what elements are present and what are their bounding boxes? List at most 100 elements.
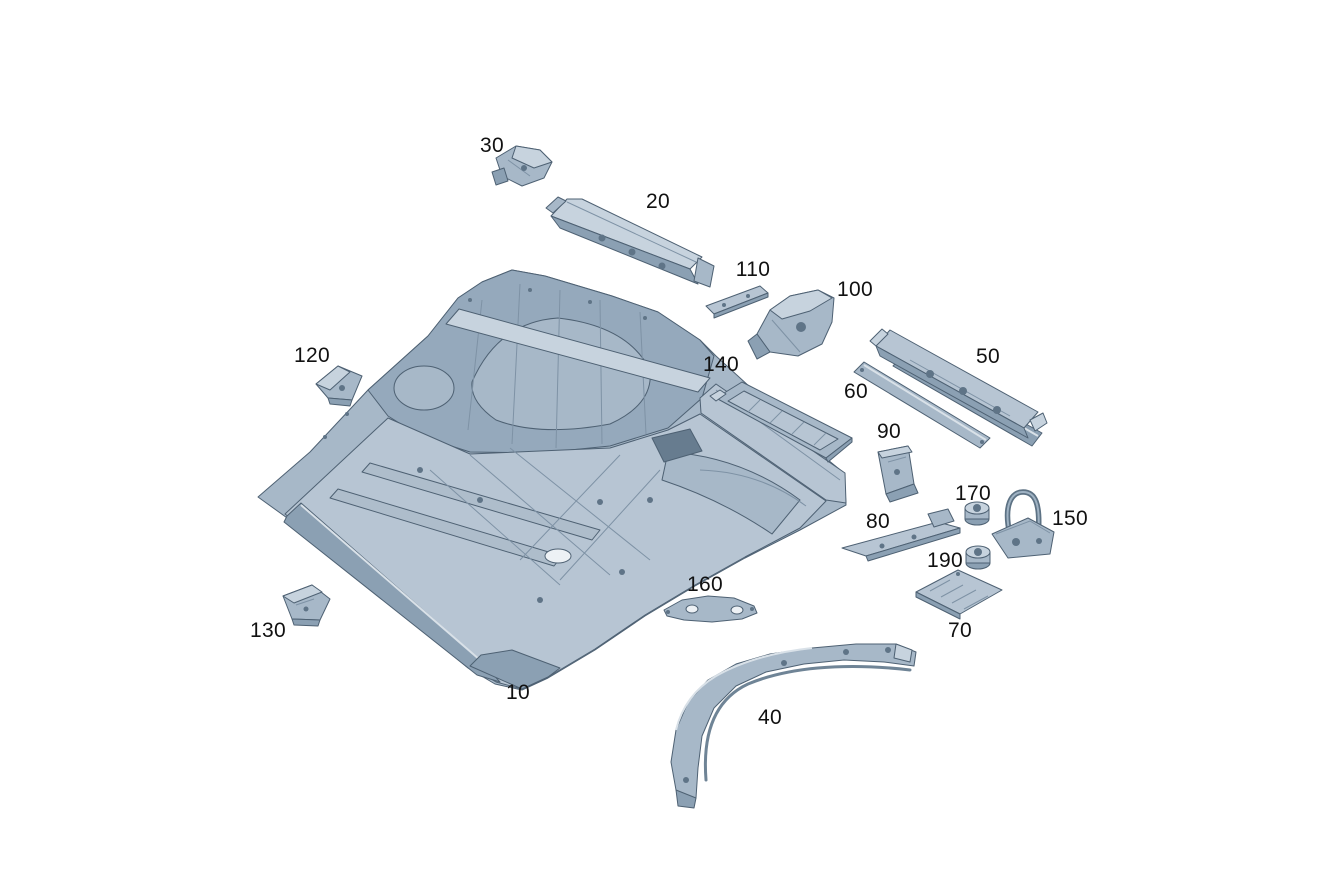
flange-hole	[643, 316, 647, 320]
bolt-hole	[750, 607, 754, 611]
plate	[915, 569, 1003, 615]
flange-hole	[528, 288, 532, 292]
flange-hole	[323, 435, 327, 439]
part-label-90[interactable]: 90	[877, 420, 901, 443]
flange-hole	[588, 300, 592, 304]
crease	[771, 319, 801, 353]
opening	[730, 605, 744, 615]
end-tab	[869, 328, 889, 347]
edge	[713, 292, 769, 319]
part-label-60[interactable]: 60	[844, 380, 868, 403]
part-10-floor-panel-assembly[interactable]	[257, 269, 847, 691]
slot	[295, 598, 315, 606]
part-80-rail[interactable]	[841, 508, 961, 562]
edge	[865, 527, 961, 562]
bracket-box	[651, 428, 703, 463]
part-130-bracket[interactable]	[282, 584, 331, 627]
part-label-50[interactable]: 50	[976, 345, 1000, 368]
bolt-hole	[746, 294, 750, 298]
center-hole	[973, 504, 981, 512]
part-label-40[interactable]: 40	[758, 706, 782, 729]
bolt-hole	[722, 303, 726, 307]
part-50-rail[interactable]	[869, 328, 1048, 447]
top-face	[282, 584, 323, 604]
part-label-140[interactable]: 140	[703, 353, 739, 376]
part-190-mount[interactable]	[965, 545, 991, 570]
top-face	[511, 145, 553, 169]
part-label-170[interactable]: 170	[955, 482, 991, 505]
bolt-hole	[885, 647, 891, 653]
part-label-190[interactable]: 190	[927, 549, 963, 572]
bolt-hole	[417, 467, 423, 473]
flange	[747, 333, 771, 360]
wheelhouse-arc	[699, 469, 807, 507]
floor-ribs	[429, 447, 661, 586]
bolt-hole	[879, 543, 885, 549]
foot	[291, 618, 321, 627]
side-face	[875, 345, 1029, 439]
part-160-gasket[interactable]	[663, 595, 758, 623]
top-face	[875, 329, 1039, 429]
bolt-hole	[521, 165, 527, 171]
end-tab	[545, 196, 567, 214]
part-label-150[interactable]: 150	[1052, 507, 1088, 530]
tab	[491, 167, 509, 186]
bolt-hole	[619, 569, 625, 575]
part-label-100[interactable]: 100	[837, 278, 873, 301]
drain-hole	[544, 548, 572, 564]
part-label-10[interactable]: 10	[506, 681, 530, 704]
bolt-hole	[894, 469, 900, 475]
part-140-tray-panel[interactable]	[709, 381, 853, 463]
bolt-hole	[477, 497, 483, 503]
part-label-160[interactable]: 160	[687, 573, 723, 596]
crease	[909, 359, 1011, 417]
bolt-hole	[598, 234, 606, 242]
bolt-hole	[796, 322, 806, 332]
plate-edge	[995, 520, 1051, 535]
part-90-bracket[interactable]	[877, 445, 919, 503]
part-label-20[interactable]: 20	[646, 190, 670, 213]
channel	[703, 664, 912, 782]
bolt-hole	[303, 606, 309, 612]
part-120-bracket[interactable]	[315, 365, 363, 407]
bolt-hole	[993, 406, 1001, 414]
bolt-hole	[658, 262, 666, 270]
wheelhouse-right	[661, 451, 801, 535]
bolt-hole	[647, 497, 653, 503]
bolt-hole	[683, 777, 689, 783]
flange-hole	[468, 298, 472, 302]
part-label-130[interactable]: 130	[250, 619, 286, 642]
part-60-strip[interactable]	[853, 361, 991, 449]
part-20-cross-member[interactable]	[545, 196, 715, 288]
bolt-hole	[781, 660, 787, 666]
bottom-flange	[885, 483, 919, 503]
bolt-hole	[597, 499, 603, 505]
center-hole	[974, 548, 982, 556]
part-label-30[interactable]: 30	[480, 134, 504, 157]
bolt-hole	[1036, 538, 1042, 544]
bolt-hole	[843, 649, 849, 655]
part-label-80[interactable]: 80	[866, 510, 890, 533]
part-70-plate[interactable]	[915, 569, 1003, 620]
highlight	[863, 364, 987, 441]
bolt-hole	[911, 534, 917, 540]
bracket	[927, 508, 955, 528]
part-label-110[interactable]: 110	[735, 258, 771, 281]
part-110-strip[interactable]	[705, 285, 769, 319]
bolt-hole	[980, 440, 984, 444]
part-100-bracket[interactable]	[747, 289, 835, 360]
edge	[915, 591, 961, 620]
strip	[853, 361, 991, 449]
part-label-70[interactable]: 70	[948, 619, 972, 642]
part-label-120[interactable]: 120	[294, 344, 330, 367]
part-170-mount[interactable]	[964, 501, 990, 526]
part-150-retainer[interactable]	[991, 489, 1055, 559]
bolt-hole	[666, 610, 670, 614]
hoop-highlight	[1006, 490, 1040, 538]
end-cap	[893, 643, 913, 663]
highlight	[675, 647, 813, 731]
part-40-wheel-arch-rail[interactable]	[670, 643, 917, 809]
bolt-hole	[956, 572, 960, 576]
part-30-bracket[interactable]	[491, 145, 553, 187]
